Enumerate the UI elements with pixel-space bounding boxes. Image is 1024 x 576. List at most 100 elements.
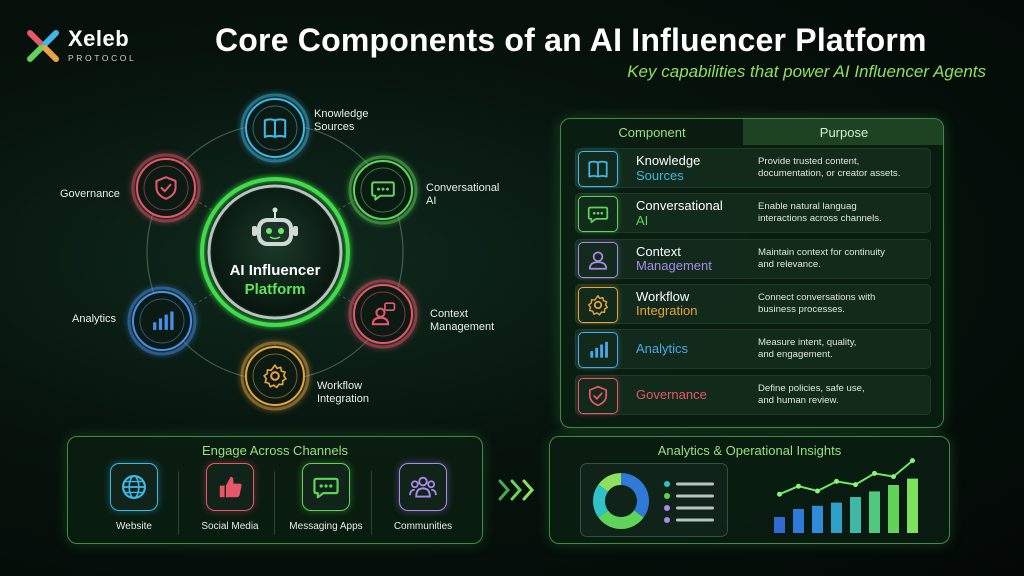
row-name-accent: Governance [636,386,707,402]
growth-bar [869,491,880,533]
row-purpose: Measure intent, quality,and engagement. [758,337,930,361]
user-icon [578,241,618,278]
row-purpose-line: Connect conversations with [758,291,876,303]
hub-center-label: AI Influencer Platform [208,262,342,298]
growth-chart [774,457,918,533]
page-subtitle: Key capabilities that power AI Influence… [627,62,986,81]
hub-label-knowledge: Knowledge Sources [314,108,368,134]
trend-point [796,483,801,489]
center-glow-ring [200,177,350,327]
row-name-primary: Workflow [636,288,690,304]
hub-label-governance: Governance [60,188,120,200]
channel-messaging-apps: Messaging Apps [276,463,376,543]
globe-icon [110,463,158,511]
legend-dot [664,517,670,523]
channel-communities: Communities [373,463,473,543]
hub-center-line1: AI Influencer [229,262,321,279]
row-purpose-line: business processes. [758,303,845,315]
row-purpose: Provide trusted content,documentation, o… [758,156,930,180]
row-name-primary: Knowledge [636,153,701,168]
donut-slice [598,473,622,492]
row-purpose-line: Define policies, safe use, [758,382,865,394]
shield-icon [151,173,181,203]
hub-label-line: Workflow [317,380,363,392]
gear-icon [578,286,618,323]
insights-panel: Analytics & Operational Insights [549,436,950,544]
legend-dot [664,481,670,487]
bar-chart-icon [147,306,177,336]
row-name-primary: Context [636,243,681,259]
legend-dot [664,493,670,499]
growth-bar [793,509,804,533]
growth-bar [831,502,842,533]
growth-bar [850,497,861,533]
channel-label: Messaging Apps [289,521,363,532]
row-purpose-line: interactions across channels. [758,213,882,225]
bar-chart-icon [578,332,618,369]
hub-label-line: Management [430,321,495,333]
donut-slice [593,484,609,518]
hub-node-analytics [127,286,197,356]
channel-divider [178,471,179,535]
channel-divider [371,471,372,535]
hub-label-line: Conversational [426,182,500,194]
hub-label-line: Sources [314,121,355,133]
trend-arrow-icon [910,457,912,458]
trend-point [891,474,896,480]
center-disc [212,189,338,315]
hub-node-governance [131,153,201,223]
table-header-component: Component [618,124,686,140]
channel-label: Website [116,521,152,532]
gear-icon [260,361,290,391]
donut-chart [593,473,714,529]
chat-icon [302,463,350,511]
logo-name: Xeleb [68,26,130,51]
row-purpose-line: and human review. [758,394,839,406]
donut-slice [620,473,649,518]
row-purpose-line: Maintain context for continuity [758,246,885,258]
hub-label-analytics: Analytics [72,313,117,325]
hub-node-context [348,279,418,349]
growth-bar [907,478,918,533]
page-title: Core Components of an AI Influencer Plat… [215,22,927,58]
row-name-accent: Analytics [636,341,689,357]
channel-label: Communities [393,521,453,532]
row-purpose-line: Enable natural languag [758,201,857,213]
row-name-accent: Management [636,258,712,274]
hub-label-workflow: Workflow Integration [317,380,369,406]
hub-label-line: Integration [317,393,369,405]
channel-social-media: Social Media [180,463,280,543]
hub-node-knowledge [240,93,310,163]
trend-point [815,488,820,494]
book-icon [578,151,618,187]
legend-dot [664,505,670,511]
table-row: Governance Define policies, safe use,and … [575,374,931,415]
trend-point [834,478,839,484]
hub-node-conversational [348,155,418,225]
hub-node-workflow [240,341,310,411]
user-chat-icon [368,299,398,329]
legend-line [676,518,714,522]
row-name-accent: Integration [636,303,698,319]
legend-line [676,494,714,498]
row-name-primary: Conversational [636,198,723,214]
hub-label-line: AI [426,195,437,207]
xeleb-logo-icon [26,29,60,63]
row-purpose-line: Measure intent, quality, [758,337,857,349]
thumbs-up-icon [206,463,254,511]
hub-center-line2: Platform [244,281,306,298]
shield-icon [578,377,618,414]
legend-line [676,482,714,486]
people-icon [399,463,447,511]
growth-bar [888,485,899,533]
row-name-accent: AI [636,212,649,228]
channel-label: Social Media [201,521,259,532]
